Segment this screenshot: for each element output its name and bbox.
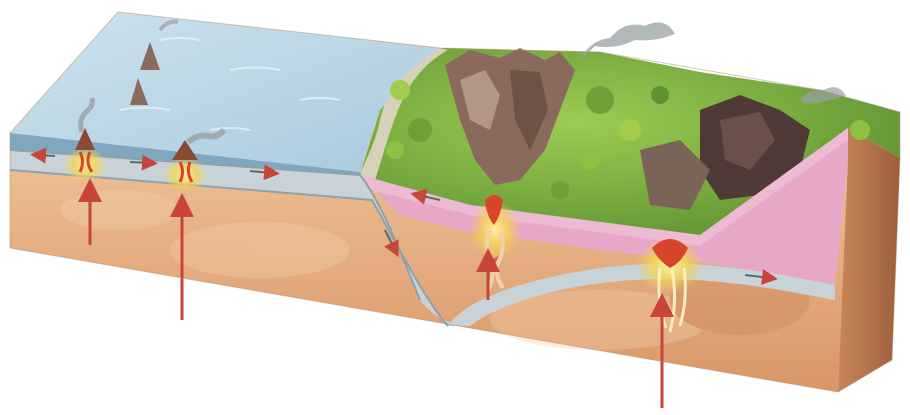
diagram-canvas <box>0 0 910 415</box>
plate-tectonics-diagram <box>0 0 910 415</box>
